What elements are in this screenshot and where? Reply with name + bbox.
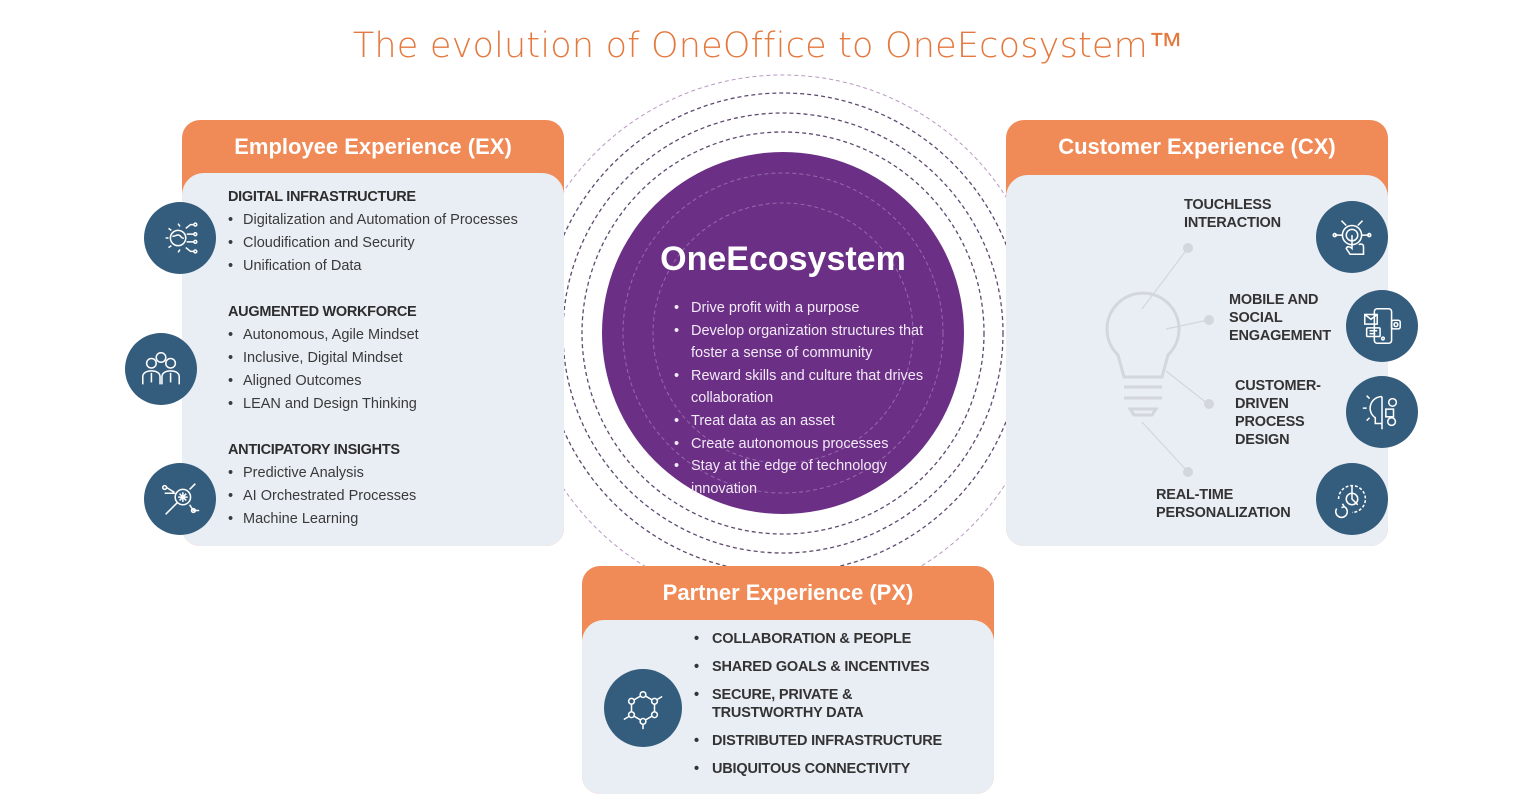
mobile-social-icon — [1346, 290, 1418, 362]
list-item: AI Orchestrated Processes — [228, 485, 416, 508]
page-title: The evolution of OneOffice to OneEcosyst… — [352, 26, 1184, 66]
section-heading: DIGITAL INFRASTRUCTURE — [228, 189, 416, 205]
team-people-icon — [125, 333, 197, 405]
list-item: Inclusive, Digital Mindset — [228, 347, 419, 370]
list-item: Aligned Outcomes — [228, 370, 419, 393]
list-item: Reward skills and culture that drives co… — [672, 365, 932, 410]
list-item: LEAN and Design Thinking — [228, 393, 419, 416]
one-ecosystem-title: OneEcosystem — [660, 240, 906, 278]
list-item: Develop organization structures that fos… — [672, 320, 932, 365]
list-item: DISTRIBUTED INFRASTRUCTURE — [694, 732, 942, 750]
ex-section-digital-infrastructure: DIGITAL INFRASTRUCTURE Digitalization an… — [228, 189, 518, 278]
ex-section-anticipatory-insights: ANTICIPATORY INSIGHTS Predictive Analysi… — [228, 442, 416, 531]
bulb-gears-icon — [1346, 376, 1418, 448]
list-item: Drive profit with a purpose — [672, 297, 932, 320]
list-item: Create autonomous processes — [672, 433, 932, 456]
cx-item-touchless-interaction: TOUCHLESS INTERACTION — [1184, 197, 1281, 231]
employee-experience-card: Employee Experience (EX) DIGITAL INFRAST… — [182, 120, 564, 546]
list-item: SHARED GOALS & INCENTIVES — [694, 658, 942, 676]
list-item: COLLABORATION & PEOPLE — [694, 630, 942, 648]
cx-item-mobile-social: MOBILE AND SOCIAL ENGAGEMENT — [1229, 292, 1331, 344]
cx-item-real-time: REAL-TIME PERSONALIZATION — [1156, 487, 1291, 521]
gear-globe-icon — [144, 202, 216, 274]
list-item: SECURE, PRIVATE & TRUSTWORTHY DATA — [694, 686, 902, 722]
list-item: Machine Learning — [228, 508, 416, 531]
clock-refresh-icon — [1316, 463, 1388, 535]
ex-body: DIGITAL INFRASTRUCTURE Digitalization an… — [182, 173, 564, 546]
section-heading: AUGMENTED WORKFORCE — [228, 304, 417, 320]
cx-header: Customer Experience (CX) — [1058, 134, 1336, 159]
list-item: Digitalization and Automation of Process… — [228, 209, 518, 232]
list-item: Cloudification and Security — [228, 232, 518, 255]
px-list: COLLABORATION & PEOPLE SHARED GOALS & IN… — [694, 630, 942, 788]
section-heading: ANTICIPATORY INSIGHTS — [228, 442, 400, 458]
ex-header: Employee Experience (EX) — [234, 134, 512, 159]
list-item: Stay at the edge of technology innovatio… — [672, 455, 932, 500]
ex-section-augmented-workforce: AUGMENTED WORKFORCE Autonomous, Agile Mi… — [228, 304, 419, 416]
list-item: Treat data as an asset — [672, 410, 932, 433]
list-item: Unification of Data — [228, 255, 518, 278]
one-ecosystem-list: Drive profit with a purpose Develop orga… — [672, 297, 932, 500]
hexagon-network-icon — [604, 669, 682, 747]
touch-hand-icon — [1316, 201, 1388, 273]
list-item: Predictive Analysis — [228, 462, 416, 485]
cx-item-customer-driven: CUSTOMER- DRIVEN PROCESS DESIGN — [1235, 378, 1321, 448]
px-body: COLLABORATION & PEOPLE SHARED GOALS & IN… — [582, 620, 994, 794]
magnifier-network-icon — [144, 463, 216, 535]
list-item: Autonomous, Agile Mindset — [228, 324, 419, 347]
lightbulb-icon — [1105, 243, 1214, 477]
px-header: Partner Experience (PX) — [662, 580, 914, 605]
list-item: UBIQUITOUS CONNECTIVITY — [694, 760, 942, 778]
